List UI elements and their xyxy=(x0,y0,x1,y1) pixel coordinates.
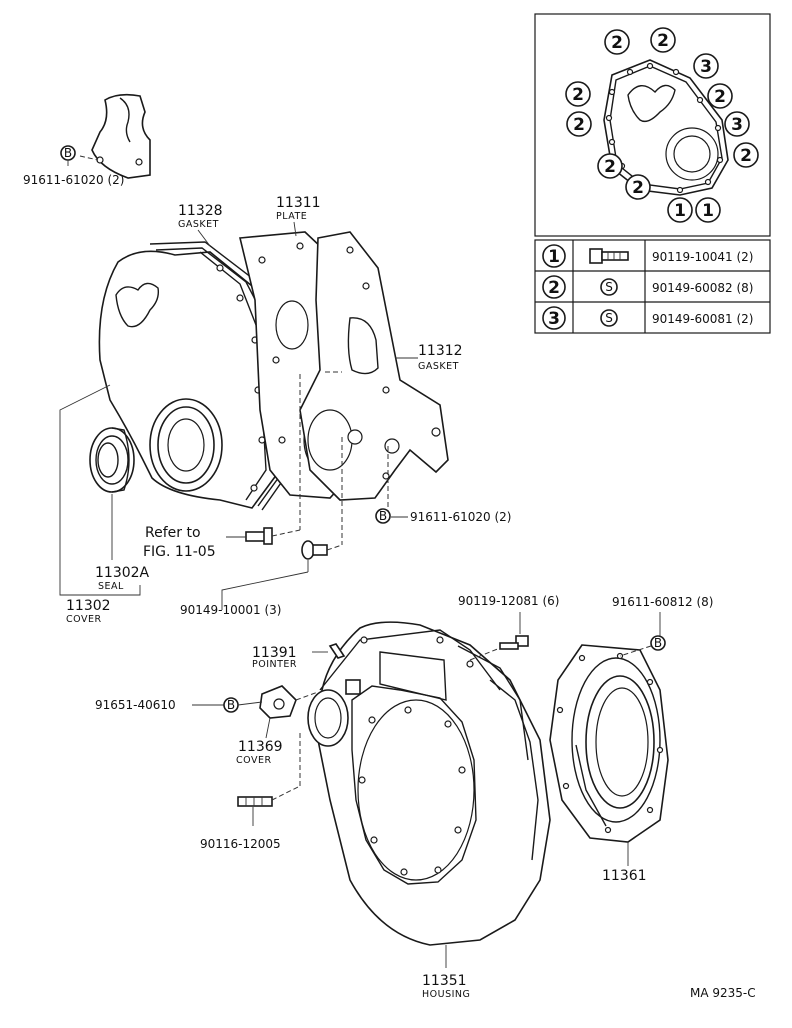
part-label-91611-61020-mid: 91611-61020 (2) xyxy=(410,510,512,524)
part-number-11369: 11369 xyxy=(238,739,283,755)
bolt-icon xyxy=(589,248,629,264)
legend-row-1: 1 90119-10041 (2) xyxy=(542,244,754,268)
inset-circle-label: 2 xyxy=(611,33,623,53)
refer-to-fig-note: Refer to FIG. 11-05 xyxy=(143,525,301,560)
sensor-stud xyxy=(226,527,273,545)
label-11328: 11328 GASKET xyxy=(178,203,223,247)
inset-circle-label: 3 xyxy=(731,115,743,135)
bracket-part xyxy=(79,93,151,179)
figure-code: MA 9235-C xyxy=(690,986,756,1000)
part-number-11361: 11361 xyxy=(602,868,647,884)
label-11311: 11311 PLATE xyxy=(276,195,321,237)
s-washer-icon xyxy=(600,278,618,296)
part-label-91651-40610: 91651-40610 xyxy=(95,698,176,712)
screw-90149-10001: 90149-10001 (3) xyxy=(180,540,343,617)
legend-key: 1 xyxy=(548,247,560,267)
b-marker-icon xyxy=(650,635,666,651)
refer-line-1: Refer to xyxy=(145,525,201,541)
part-name-11302A: SEAL xyxy=(98,581,124,592)
part-number-11328: 11328 xyxy=(178,203,223,219)
legend-key: 2 xyxy=(548,278,560,298)
part-name-11312: GASKET xyxy=(418,361,459,372)
part-name-11328: GASKET xyxy=(178,219,219,230)
bolt-90119-12081: 90119-12081 (6) xyxy=(458,594,560,661)
part-label-90149-10001: 90149-10001 (3) xyxy=(180,603,282,617)
part-name-11351: HOUSING xyxy=(422,989,470,1000)
b-marker-text: B xyxy=(379,509,387,523)
legend-part-number: 90149-60082 (8) xyxy=(652,281,754,295)
part-label-90119-12081: 90119-12081 (6) xyxy=(458,594,560,608)
b-marker-text: B xyxy=(64,146,72,160)
inset-circle-label: 2 xyxy=(572,85,584,105)
timing-pointer: 11391 POINTER xyxy=(252,643,346,670)
bolt-position-inset: 2 2 3 2 2 3 2 2 2 2 1 1 xyxy=(534,13,771,237)
inset-circle-label: 2 xyxy=(604,157,616,177)
bell-housing xyxy=(307,621,551,946)
part-label-90116-12005: 90116-12005 xyxy=(200,837,281,851)
part-label-91611-60812: 91611-60812 (8) xyxy=(612,595,714,609)
part-name-11391: POINTER xyxy=(252,659,297,670)
part-number-11312: 11312 xyxy=(418,343,463,359)
legend-row-3: 3 S 90149-60081 (2) xyxy=(542,306,754,330)
oil-seal xyxy=(89,427,135,493)
part-number-11302A: 11302A xyxy=(95,565,150,581)
part-name-11302: COVER xyxy=(66,614,102,625)
washer-symbol: S xyxy=(605,311,613,325)
inset-circle-label: 2 xyxy=(714,87,726,107)
part-number-11391: 11391 xyxy=(252,645,297,661)
label-11361: 11361 xyxy=(602,842,647,884)
bolt-callout-91651: 91651-40610 B xyxy=(95,697,263,713)
part-number-11311: 11311 xyxy=(276,195,321,211)
inset-circle-label: 2 xyxy=(573,115,585,135)
part-name-11369: COVER xyxy=(236,755,272,766)
b-marker-text: B xyxy=(654,636,662,650)
label-11312: 11312 GASKET xyxy=(395,343,463,372)
label-11302: 11302 COVER xyxy=(59,384,141,625)
plate-gasket xyxy=(299,231,449,501)
legend-row-2: 2 S 90149-60082 (8) xyxy=(542,275,754,299)
part-label-91611-61020-top: 91611-61020 (2) xyxy=(23,173,125,187)
legend-part-number: 90119-10041 (2) xyxy=(652,250,754,264)
part-number-11302: 11302 xyxy=(66,598,111,614)
rear-oil-seal-retainer xyxy=(549,644,669,843)
inset-position-circles: 2 2 3 2 2 3 2 2 2 2 1 1 xyxy=(565,27,759,223)
refer-line-2: FIG. 11-05 xyxy=(143,544,216,560)
inspection-cover: 11369 COVER xyxy=(236,685,319,766)
part-name-11311: PLATE xyxy=(276,211,307,222)
label-11302A: 11302A SEAL xyxy=(95,494,150,592)
b-marker-icon xyxy=(375,508,391,524)
part-number-11351: 11351 xyxy=(422,973,467,989)
bolt-callout-91611-60812: 91611-60812 (8) B xyxy=(612,595,714,657)
bolt-callout-top: B 91611-61020 (2) xyxy=(23,145,125,187)
inset-circle-label: 1 xyxy=(702,201,714,221)
legend-key: 3 xyxy=(548,309,560,329)
inset-circle-label: 3 xyxy=(700,57,712,77)
s-washer-icon xyxy=(600,309,618,327)
inset-circle-label: 2 xyxy=(657,31,669,51)
inset-circle-label: 2 xyxy=(740,146,752,166)
bolt-callout-mid: B 91611-61020 (2) xyxy=(375,508,512,524)
inset-circle-label: 2 xyxy=(632,178,644,198)
stud-90116-12005: 90116-12005 xyxy=(200,730,301,851)
inset-circle-label: 1 xyxy=(674,201,686,221)
b-marker-text: B xyxy=(227,698,235,712)
label-11351: 11351 HOUSING xyxy=(422,945,470,1000)
washer-symbol: S xyxy=(605,280,613,294)
legend-part-number: 90149-60081 (2) xyxy=(652,312,754,326)
bolt-legend-table: 1 90119-10041 (2) 2 S 90149-60082 (8) 3 … xyxy=(534,239,771,334)
